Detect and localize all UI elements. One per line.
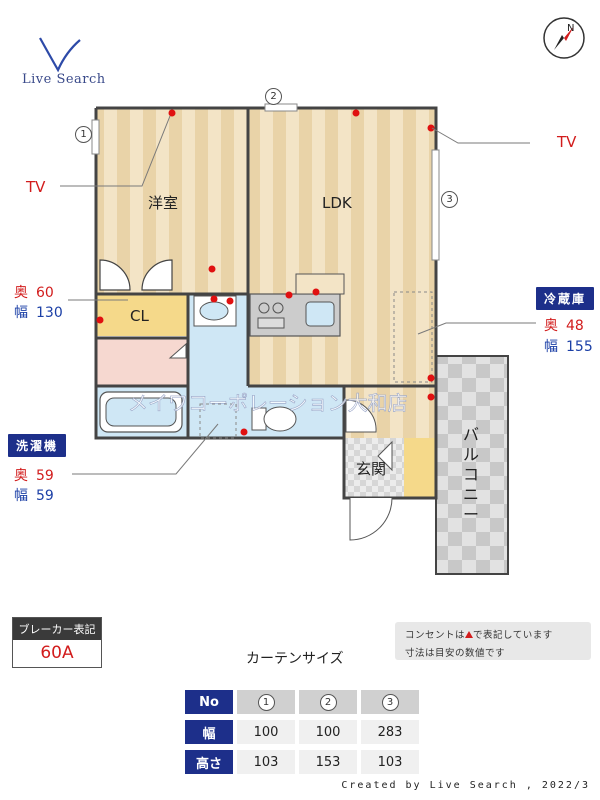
logo-mark-icon — [39, 37, 81, 73]
fridge-width-value: 155 — [566, 339, 593, 355]
closet-width: 幅 130 — [14, 302, 63, 322]
curtain-col-id: 2 — [319, 693, 337, 711]
closet-width-value: 130 — [36, 305, 63, 321]
washer-space — [199, 403, 237, 439]
compass: N — [540, 14, 588, 62]
closet-floor — [96, 294, 188, 336]
curtain-width-cell: 100 — [237, 720, 295, 744]
curtain-table: No 1 2 3 幅 100 100 283 高さ 103 153 103 — [181, 684, 423, 780]
room-label-closet: CL — [130, 307, 149, 325]
outlet-marker-icon — [465, 631, 474, 638]
breaker-box: ブレーカー表記 60A — [12, 617, 102, 668]
closet-depth-key: 奥 — [14, 285, 28, 301]
credit-text: Created by Live Search , 2022/3 — [341, 780, 590, 791]
curtain-col-id: 3 — [381, 693, 399, 711]
stove-burner — [272, 302, 284, 314]
walls — [94, 106, 438, 500]
room-label-western: 洋室 — [148, 194, 179, 212]
curtain-width-cell: 283 — [361, 720, 419, 744]
toilet-door — [345, 399, 377, 433]
note-line-1-post: で表記しています — [473, 630, 553, 641]
curtain-height-cell: 103 — [361, 750, 419, 774]
breaker-value: 60A — [13, 640, 101, 667]
washer-tag: 洗濯機 — [8, 434, 67, 457]
room-label-ldk: LDK — [322, 194, 352, 212]
fridge-width-key: 幅 — [544, 339, 558, 355]
washer-width-key: 幅 — [14, 488, 28, 504]
balcony-floor — [435, 355, 509, 575]
fridge-depth-key: 奥 — [544, 318, 558, 334]
notes-box: コンセントはで表記しています 寸法は目安の数値です — [395, 622, 591, 660]
note-line-1-pre: コンセントは — [405, 630, 466, 641]
outlets — [96, 109, 435, 436]
curtain-height-label: 高さ — [185, 750, 233, 774]
curtain-header-row: No 1 2 3 — [185, 690, 419, 714]
washer-width-value: 59 — [36, 488, 54, 504]
curtain-width-row: 幅 100 100 283 — [185, 720, 419, 744]
compass-icon: N — [543, 17, 585, 59]
entrance-door — [349, 497, 393, 541]
curtain-title: カーテンサイズ — [246, 651, 344, 667]
washer-width: 幅 59 — [14, 485, 54, 505]
curtain-height-cell: 153 — [299, 750, 357, 774]
window-number-3: 3 — [441, 191, 458, 208]
utility-floor — [96, 338, 188, 386]
closet-width-key: 幅 — [14, 305, 28, 321]
curtain-width-label: 幅 — [185, 720, 233, 744]
curtain-height-cell: 103 — [237, 750, 295, 774]
curtain-height-row: 高さ 103 153 103 — [185, 750, 419, 774]
fridge-depth-value: 48 — [566, 318, 584, 334]
window-3 — [431, 149, 440, 261]
shoe-box — [404, 438, 436, 498]
closet-doors — [99, 259, 173, 291]
breaker-label: ブレーカー表記 — [13, 618, 101, 640]
logo — [22, 34, 112, 92]
window-number-1: 1 — [75, 126, 92, 143]
note-line-2: 寸法は目安の数値です — [405, 648, 506, 659]
entrance-floor — [344, 438, 404, 498]
curtain-header-label: No — [185, 690, 233, 714]
leader-lines — [60, 115, 536, 475]
logo-text: Live Search — [22, 72, 106, 87]
toilet — [251, 406, 297, 432]
tv-label-right: TV — [557, 133, 577, 151]
washer-depth-key: 奥 — [14, 468, 28, 484]
window-number-2: 2 — [265, 88, 282, 105]
ldk-floor — [248, 108, 436, 386]
curtain-col-id: 1 — [257, 693, 275, 711]
stove-burner — [258, 302, 270, 314]
kitchen-sink — [305, 301, 335, 327]
window-1 — [91, 119, 100, 155]
watermark: メイワコーポレーション大和店 — [128, 391, 408, 415]
washer-depth-value: 59 — [36, 468, 54, 484]
room-label-balcony: バルコニー — [463, 425, 480, 524]
kitchen-upper — [295, 273, 345, 295]
window-2 — [264, 103, 298, 112]
fridge-space — [393, 291, 433, 383]
fridge-depth: 奥 48 — [544, 315, 584, 335]
room-label-entrance: 玄関 — [356, 460, 387, 478]
closet-depth-value: 60 — [36, 285, 54, 301]
fridge-tag: 冷蔵庫 — [536, 287, 595, 310]
curtain-width-cell: 100 — [299, 720, 357, 744]
fridge-width: 幅 155 — [544, 336, 593, 356]
washer-depth: 奥 59 — [14, 465, 54, 485]
tv-label-left: TV — [26, 178, 46, 196]
compass-letter: N — [567, 23, 574, 34]
stove-grill — [257, 317, 285, 329]
closet-depth: 奥 60 — [14, 282, 54, 302]
note-line-1: コンセントはで表記しています — [405, 627, 581, 645]
floor-plan: メイワコーポレーション大和店 — [60, 103, 536, 575]
